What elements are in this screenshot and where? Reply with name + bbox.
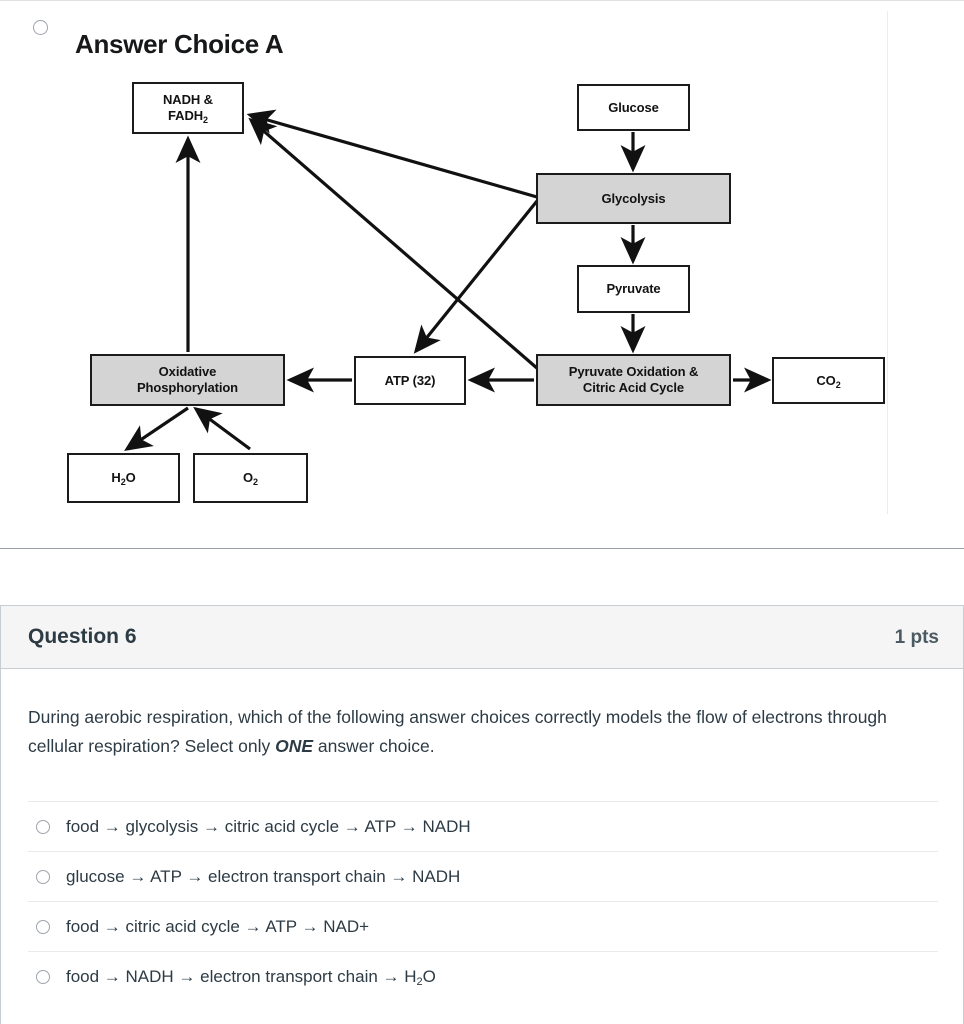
glycolysis-label: Glycolysis [601,190,666,206]
question-prompt: During aerobic respiration, which of the… [28,703,908,761]
prompt-emphasis: ONE [275,735,314,756]
answer-option-1-radio[interactable] [36,819,50,834]
o2-subscript: 2 [253,477,258,488]
diagram-node-co2: CO2 [772,357,885,404]
h2o-pre: H [111,470,121,486]
diagram-image-frame [30,11,888,514]
answer-option-2-label: glucose → ATP → electron transport chain… [66,866,461,886]
option-4-subscript: 2 [416,975,423,988]
answer-option-3[interactable]: food → citric acid cycle → ATP → NAD+ [28,901,938,951]
question-header: Question 6 1 pts [1,606,963,669]
prompt-part-2: answer choice. [313,735,435,756]
nadh-fadh2-subscript: 2 [203,115,208,125]
glucose-label: Glucose [608,99,659,115]
diagram-node-nadh-fadh2: NADH & FADH2 [132,82,244,134]
answer-choice-a-radio[interactable] [33,20,48,35]
question-points: 1 pts [894,627,939,648]
answer-options-list: food → glycolysis → citric acid cycle → … [28,801,938,1001]
answer-option-4-radio[interactable] [36,969,50,984]
cellular-respiration-diagram: NADH & FADH2 Glucose Glycolysis Pyruvate… [0,1,964,550]
atp-label: ATP (32) [384,372,436,388]
diagram-node-h2o: H2O [67,453,180,503]
diagram-node-atp-32: ATP (32) [354,356,466,405]
answer-option-1-label: food → glycolysis → citric acid cycle → … [66,816,471,836]
diagram-node-o2: O2 [193,453,308,503]
diagram-node-glycolysis: Glycolysis [536,173,731,224]
h2o-post: O [125,470,136,486]
nadh-fadh2-line2: FADH [168,108,204,123]
prompt-part-1: During aerobic respiration, which of the… [28,707,887,756]
option-4-pre: food → NADH → electron transport chain →… [66,966,417,986]
answer-option-4-label: food → NADH → electron transport chain →… [66,966,436,988]
nadh-fadh2-line1: NADH & [163,92,213,108]
question-card: Question 6 1 pts During aerobic respirat… [0,605,964,1024]
answer-option-4[interactable]: food → NADH → electron transport chain →… [28,951,938,1001]
o2-main: O [243,470,254,486]
pyrox-line2: Citric Acid Cycle [582,380,685,395]
answer-option-3-label: food → citric acid cycle → ATP → NAD+ [66,916,370,936]
pyruvate-label: Pyruvate [606,281,661,297]
co2-subscript: 2 [835,379,841,390]
co2-main: CO [816,372,836,388]
oxphos-line2: Phosphorylation [136,380,239,395]
answer-option-1[interactable]: food → glycolysis → citric acid cycle → … [28,801,938,851]
oxphos-line1: Oxidative [158,364,217,380]
option-4-post: O [422,966,436,986]
answer-choice-title: Answer Choice A [75,29,284,59]
diagram-node-glucose: Glucose [577,84,690,131]
diagram-node-oxidative-phosphorylation: Oxidative Phosphorylation [90,354,285,406]
answer-option-2[interactable]: glucose → ATP → electron transport chain… [28,851,938,901]
question-body: During aerobic respiration, which of the… [1,669,963,761]
pyrox-line1: Pyruvate Oxidation & [568,364,699,380]
answer-option-2-radio[interactable] [36,869,50,884]
h2o-subscript: 2 [120,477,126,488]
diagram-node-pyruvate: Pyruvate [577,265,690,313]
answer-option-3-radio[interactable] [36,919,50,934]
answer-choice-block[interactable]: Answer Choice A [0,0,964,549]
question-title: Question 6 [28,625,137,648]
diagram-node-pyruvate-oxidation-citric-acid-cycle: Pyruvate Oxidation & Citric Acid Cycle [536,354,731,406]
